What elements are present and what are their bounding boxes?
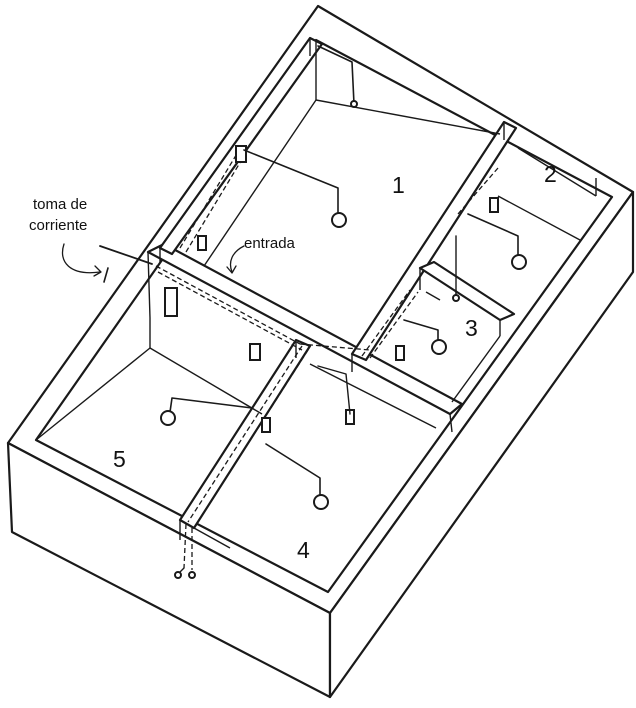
entry-arrow bbox=[229, 245, 245, 273]
conduit-runs bbox=[155, 151, 499, 570]
switch-boxes bbox=[164, 145, 499, 433]
conduit-main-horizontal bbox=[155, 265, 301, 345]
switch-box-room3 bbox=[395, 345, 405, 361]
front-right-face bbox=[328, 190, 635, 699]
label-outlet-line1: toma de bbox=[33, 196, 87, 213]
service-entry bbox=[62, 243, 245, 283]
room-number-3: 3 bbox=[465, 315, 478, 341]
lamp-room2 bbox=[511, 254, 527, 270]
label-entry: entrada bbox=[244, 235, 296, 252]
wall-main-horizontal bbox=[146, 242, 464, 416]
switch-box-room2 bbox=[489, 197, 499, 213]
room-number-1: 1 bbox=[392, 172, 405, 198]
conduit-room1-left bbox=[179, 151, 239, 249]
switch-box-room5 bbox=[249, 343, 261, 361]
room-number-4: 4 bbox=[297, 537, 310, 563]
labels: toma de corriente entrada 1 2 3 4 5 bbox=[29, 161, 557, 563]
label-outlet-line2: corriente bbox=[29, 217, 87, 234]
building-shell bbox=[6, 4, 635, 699]
lamp-wires bbox=[160, 45, 527, 579]
lamp-room4 bbox=[313, 494, 329, 510]
room-number-2: 2 bbox=[544, 161, 557, 187]
wall-faces bbox=[35, 38, 597, 549]
lamp-room5 bbox=[160, 410, 176, 426]
switch-box-room1 bbox=[235, 145, 247, 163]
pendant-room1-top bbox=[350, 100, 358, 108]
wall-room1-right bbox=[350, 120, 518, 362]
outlet-arrow bbox=[62, 243, 101, 274]
main-panel-box bbox=[164, 287, 178, 317]
entry-cable bbox=[99, 245, 153, 265]
pendant-outside-1 bbox=[174, 571, 182, 579]
wall-room2-room3 bbox=[418, 260, 516, 322]
pendant-outside-2 bbox=[188, 571, 196, 579]
room-number-5: 5 bbox=[113, 446, 126, 472]
conduit-room5-room4 bbox=[187, 345, 303, 523]
lamp-room1 bbox=[331, 212, 347, 228]
lamp-room3 bbox=[431, 339, 447, 355]
